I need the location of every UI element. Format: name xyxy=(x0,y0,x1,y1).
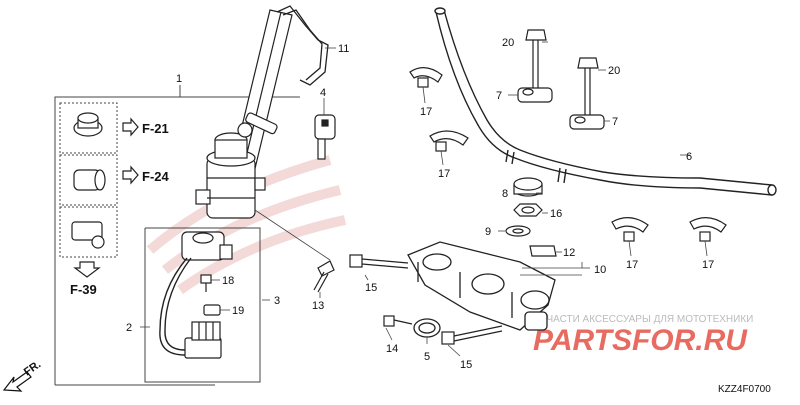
screw-18-part xyxy=(200,274,212,292)
bolt-14-part xyxy=(383,315,413,327)
ref-cap-part xyxy=(73,112,103,137)
connector-part xyxy=(184,321,222,359)
washer-part xyxy=(505,225,531,237)
key-part xyxy=(314,114,336,160)
callout-5: 5 xyxy=(424,351,430,363)
callout-17d: 17 xyxy=(702,259,714,271)
holder-upper-right xyxy=(569,57,605,130)
callout-7a: 7 xyxy=(496,90,502,102)
diagram-code: KZZ4F0700 xyxy=(718,384,771,395)
callouts: 1 2 3 4 5 6 7 7 8 9 10 11 12 13 14 15 15… xyxy=(126,37,714,371)
ignition-switch-part xyxy=(195,112,278,219)
plate-12-part xyxy=(529,245,557,257)
watermark-brand: PARTSFOR.RU xyxy=(533,324,748,357)
callout-15b: 15 xyxy=(460,359,472,371)
callout-12: 12 xyxy=(563,247,575,259)
callout-8: 8 xyxy=(502,188,508,200)
cable-clips xyxy=(409,67,727,242)
stem-bracket-part xyxy=(276,5,329,86)
bolt-15-left-part xyxy=(349,254,409,269)
ref-arrows xyxy=(73,117,139,278)
callout-20b: 20 xyxy=(608,65,620,77)
callout-4: 4 xyxy=(320,87,326,99)
callout-7b: 7 xyxy=(612,116,618,128)
wire-harness xyxy=(159,257,192,356)
callout-20a: 20 xyxy=(502,37,514,49)
callout-17a: 17 xyxy=(420,106,432,118)
callout-1: 1 xyxy=(176,73,182,85)
clip-19-part xyxy=(203,304,221,316)
callout-17b: 17 xyxy=(438,168,450,180)
callout-10: 10 xyxy=(594,264,606,276)
callout-6: 6 xyxy=(686,151,692,163)
bolt-13-part xyxy=(313,260,335,293)
watermark-tagline: ЗАПЧАСТИ АКСЕССУАРЫ ДЛЯ МОТОТЕХНИКИ xyxy=(527,314,754,325)
ref-f21[interactable]: F-21 xyxy=(142,121,169,136)
ignition-assembly-frame xyxy=(54,85,300,386)
ref-f24[interactable]: F-24 xyxy=(142,169,170,184)
ref-clip-part xyxy=(71,221,105,249)
callout-17c: 17 xyxy=(626,259,638,271)
ref-bush-part xyxy=(73,169,106,191)
leader-lines xyxy=(140,41,708,357)
callout-9: 9 xyxy=(485,226,491,238)
callout-18: 18 xyxy=(222,275,234,287)
callout-13: 13 xyxy=(312,300,324,312)
switch-body-part xyxy=(181,231,233,261)
front-arrow-icon: FR. xyxy=(2,358,43,392)
holder-upper-left xyxy=(517,29,553,103)
top-bridge-part xyxy=(407,241,556,331)
callout-15a: 15 xyxy=(365,282,377,294)
ref-f39[interactable]: F-39 xyxy=(70,282,97,297)
stem-nut-part xyxy=(513,203,543,217)
callout-3: 3 xyxy=(274,295,280,307)
bolt-15-lower-part xyxy=(441,325,503,345)
callout-2: 2 xyxy=(126,322,132,334)
callout-14: 14 xyxy=(386,343,398,355)
handlebar-part xyxy=(434,7,777,196)
callout-19: 19 xyxy=(232,305,244,317)
stem-cap-part xyxy=(513,177,543,197)
callout-11: 11 xyxy=(338,43,349,55)
clamp-5-part xyxy=(413,318,441,338)
callout-16: 16 xyxy=(550,208,562,220)
